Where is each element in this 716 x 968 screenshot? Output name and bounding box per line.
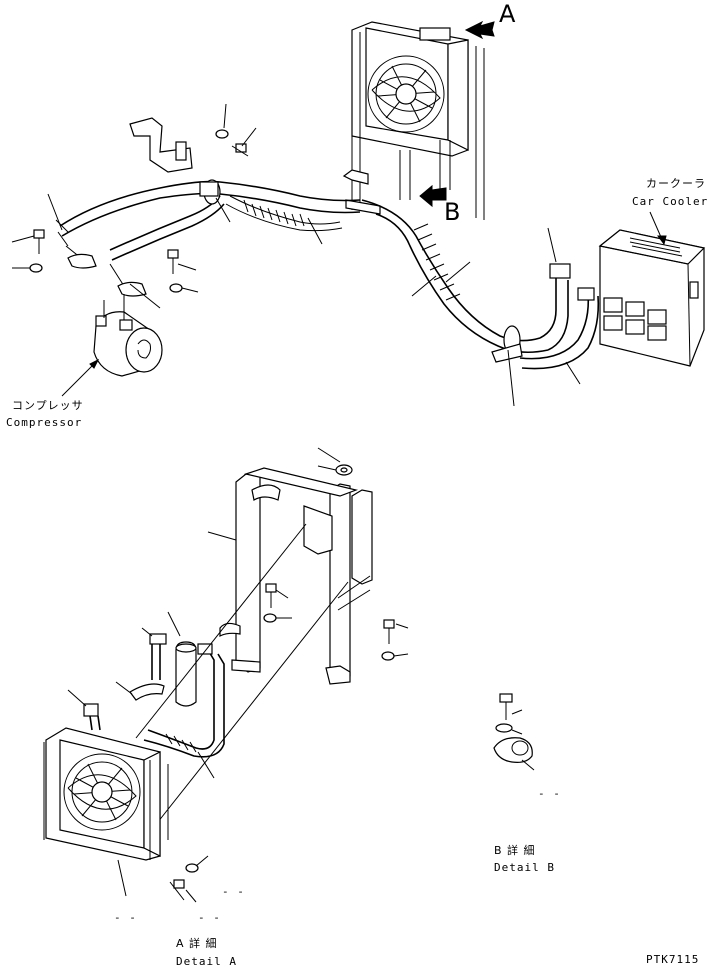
leader-lines-upper [11, 103, 581, 407]
mount-frame [219, 467, 373, 685]
dash-label-4: - - [198, 911, 221, 924]
dash-label-3: - - [114, 911, 137, 924]
hose-to-cooler [361, 199, 600, 370]
detail-a-label-jp: A 詳 細 [176, 937, 218, 950]
compressor-label-jp: コンプレッサ [12, 399, 84, 412]
car-cooler-pointer-icon [649, 211, 667, 246]
detail-a-label-en: Detail A [176, 955, 237, 968]
detail-b-label-jp: B 詳 細 [494, 844, 536, 857]
compressor-pointer-icon [61, 358, 100, 397]
condenser-unit [342, 21, 485, 220]
receiver-drier [129, 633, 225, 758]
compressor-label-en: Compressor [6, 416, 83, 429]
arrow-a-icon [464, 20, 495, 40]
car-cooler-unit [598, 229, 706, 367]
bracket-upper-left [129, 117, 193, 173]
arrow-a-label: A [499, 0, 516, 28]
reference-lines-lower [135, 523, 349, 833]
condenser-detail-a [43, 703, 169, 861]
drawing-code: PTK7115 [646, 953, 700, 966]
dash-label-1: - - [538, 787, 561, 800]
compressor-unit [93, 294, 163, 377]
car-cooler-label-en: Car Cooler [632, 195, 709, 208]
car-cooler-label-jp: カークーラ [646, 177, 706, 190]
arrow-b-label: B [444, 198, 461, 226]
leader-lines-lower [67, 447, 409, 903]
bolts-lower [169, 464, 395, 901]
detail-b-label-en: Detail B [494, 861, 555, 874]
detail-b-parts [493, 693, 535, 771]
dash-label-2: - - [222, 885, 245, 898]
hose-bundle-upper [55, 179, 361, 297]
bolts-upper [29, 129, 249, 293]
arrow-b-icon [419, 184, 447, 208]
